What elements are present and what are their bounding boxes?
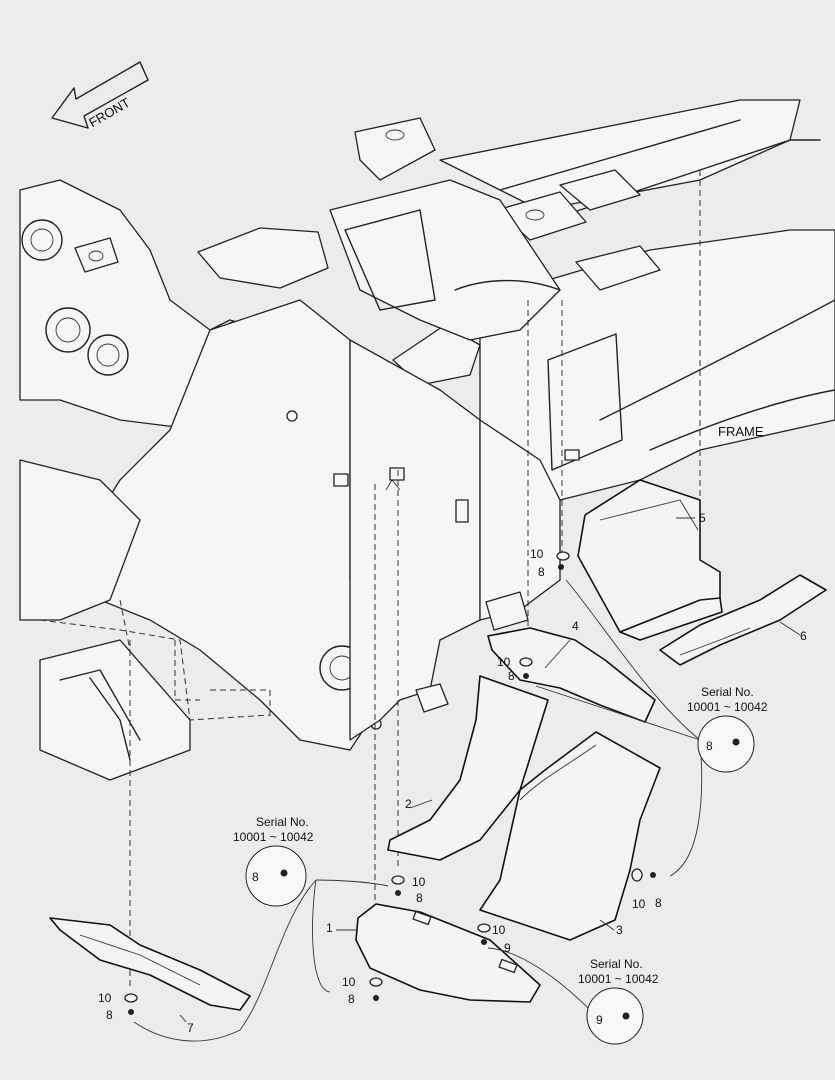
detail-part-number: 8 xyxy=(252,870,259,884)
serial-range: 10001 ~ 10042 xyxy=(233,830,314,844)
fastener-set xyxy=(124,551,656,1015)
bolt-label: 8 xyxy=(348,992,355,1006)
cover-part-2[interactable] xyxy=(387,675,549,861)
washer-label: 10 xyxy=(98,991,112,1005)
washer-label: 10 xyxy=(492,923,506,937)
screw-label: 9 xyxy=(504,941,511,955)
bolt-label: 8 xyxy=(106,1008,113,1022)
washer-label: 10 xyxy=(342,975,356,989)
washer-label: 10 xyxy=(632,897,646,911)
part-number-1: 1 xyxy=(326,921,333,935)
bolt-label: 8 xyxy=(416,891,423,905)
front-arrow-icon: FRONT xyxy=(51,61,149,130)
part-number-5: 5 xyxy=(699,511,706,525)
serial-title: Serial No. xyxy=(590,957,643,971)
detail-circle xyxy=(697,715,755,773)
part-number-3: 3 xyxy=(616,923,623,937)
detail-circle xyxy=(586,987,644,1045)
serial-range: 10001 ~ 10042 xyxy=(687,700,768,714)
detail-circle xyxy=(245,845,307,907)
bolt-label: 8 xyxy=(508,669,515,683)
detail-part-number: 8 xyxy=(706,739,713,753)
bolt-label: 8 xyxy=(655,896,662,910)
part-number-7: 7 xyxy=(187,1021,194,1035)
cover-part-3[interactable] xyxy=(479,731,661,941)
front-label: FRONT xyxy=(86,95,132,130)
cover-part-6[interactable] xyxy=(659,574,827,666)
washer-label: 10 xyxy=(497,655,511,669)
detail-part-number: 9 xyxy=(596,1013,603,1027)
serial-callout-right: Serial No. 10001 ~ 10042 8 xyxy=(687,685,768,773)
part-number-4: 4 xyxy=(572,619,579,633)
part-number-2: 2 xyxy=(405,797,412,811)
serial-callout-left: Serial No. 10001 ~ 10042 8 xyxy=(233,815,314,907)
serial-range: 10001 ~ 10042 xyxy=(578,972,659,986)
serial-title: Serial No. xyxy=(256,815,309,829)
part-number-6: 6 xyxy=(800,629,807,643)
washer-label: 10 xyxy=(412,875,426,889)
bolt-label: 8 xyxy=(538,565,545,579)
serial-title: Serial No. xyxy=(701,685,754,699)
cover-part-7[interactable] xyxy=(49,917,251,1011)
leader-lines xyxy=(133,517,801,1042)
cover-part-1[interactable] xyxy=(355,903,541,1003)
main-frame-structure xyxy=(19,99,835,781)
frame-label: FRAME xyxy=(718,424,764,439)
serial-callout-bottom: Serial No. 10001 ~ 10042 9 xyxy=(578,957,659,1045)
washer-label: 10 xyxy=(530,547,544,561)
